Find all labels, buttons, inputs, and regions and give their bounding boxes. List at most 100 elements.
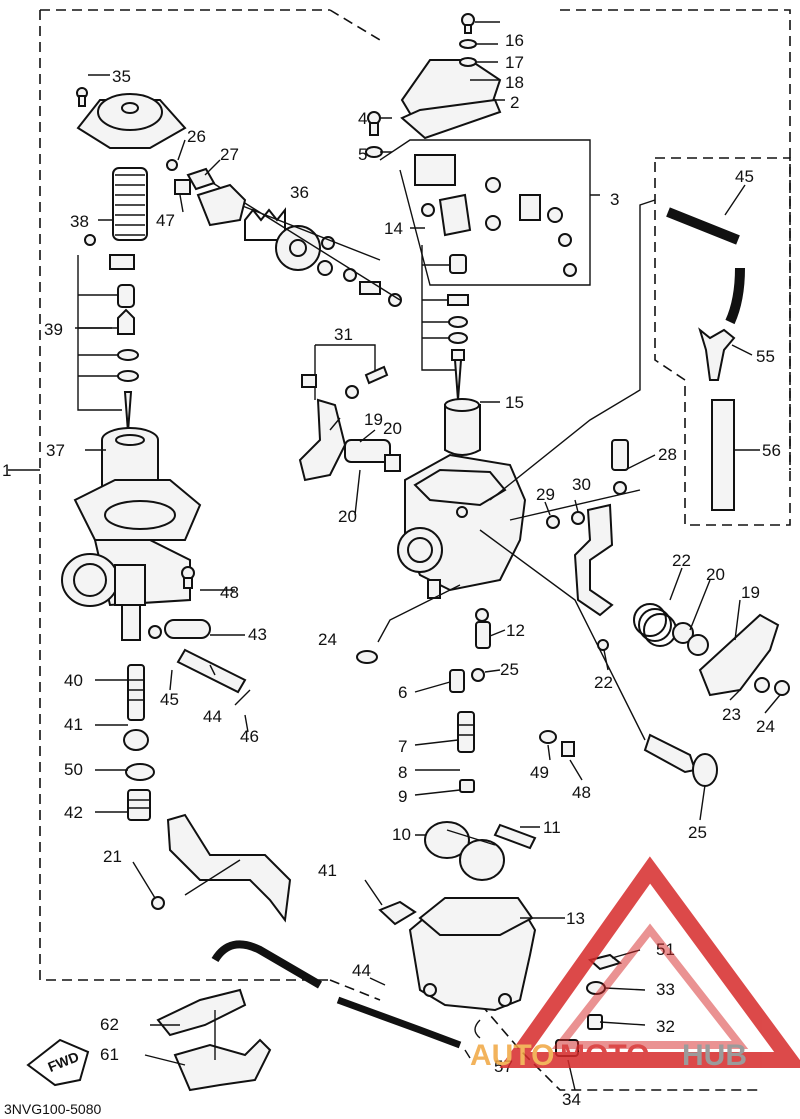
vent-pipe-59 [711, 399, 735, 511]
callout-51b: 46 [240, 727, 259, 746]
callout-39: 36 [290, 183, 309, 202]
callout-32: 29 [536, 485, 555, 504]
screw-16 [459, 13, 477, 67]
callout-14: 14 [384, 219, 403, 238]
callout-25: 24 [756, 717, 775, 736]
callout-6: 6 [398, 683, 407, 702]
vent-hose-49 [666, 207, 745, 381]
callout-4: 4 [358, 109, 367, 128]
pilot-jet-43 [127, 664, 145, 721]
callout-56: 50 [64, 760, 83, 779]
fuel-hose-61 [156, 940, 323, 1092]
spring-39 [199, 174, 402, 307]
callout-24: 23 [722, 705, 741, 724]
callout-38: 35 [112, 67, 131, 86]
callout-2: 2 [510, 93, 519, 112]
assembly-boundary [8, 9, 791, 1091]
callout-55: 49 [530, 763, 549, 782]
lever-bracket [573, 503, 614, 617]
float-10 [424, 821, 537, 881]
throttle-stop-31 [611, 439, 629, 495]
cover-2 [400, 59, 502, 140]
screw-53 [181, 566, 195, 589]
callout-31: 28 [658, 445, 677, 464]
piston-15 [444, 398, 481, 456]
washers-32-33 [546, 511, 585, 529]
idle-adjust-14 [421, 203, 469, 401]
callout-labels: 16 17 18 2 4 5 3 14 15 35 26 27 47 36 38… [2, 31, 781, 1109]
callout-19b: 19 [741, 583, 760, 602]
callout-21: 20 [338, 507, 357, 526]
callout-43: 40 [64, 671, 83, 690]
callout-23: 22 [672, 551, 691, 570]
drain-tube-47 [148, 619, 211, 639]
callout-15: 15 [505, 393, 524, 412]
main-body [397, 199, 656, 741]
callout-47: 43 [248, 625, 267, 644]
hose-50 [176, 648, 247, 694]
callout-45: 41 [318, 861, 337, 880]
jets-6-9 [449, 668, 485, 793]
callout-61: 61 [100, 1045, 119, 1064]
callout-34: 31 [334, 325, 353, 344]
callout-18: 18 [505, 73, 524, 92]
screws-22-54-55 [539, 639, 609, 757]
logo-text-auto: AUTO [470, 1039, 554, 1072]
leader-lines [75, 21, 781, 1091]
carb-top-body [61, 479, 202, 641]
logo-text-hub: HUB [682, 1039, 747, 1072]
float-bowl-13 [378, 897, 537, 1012]
logo-text-moto: MOTO [560, 1039, 649, 1072]
callout-1: 1 [2, 461, 11, 480]
callout-54: 48 [572, 783, 591, 802]
callout-20b: 20 [706, 565, 725, 584]
callout-52: 47 [156, 211, 175, 230]
callout-19a: 19 [364, 410, 383, 429]
callout-40: 37 [46, 441, 65, 460]
bracket-22 [151, 813, 292, 923]
callout-13: 13 [566, 909, 585, 928]
callout-3: 3 [610, 190, 619, 209]
callout-30: 27 [220, 145, 239, 164]
callout-11: 11 [543, 818, 561, 837]
callout-49: 45 [735, 167, 754, 186]
callout-62: 62 [100, 1015, 119, 1034]
callout-5: 5 [358, 145, 367, 164]
callout-7: 7 [398, 737, 407, 756]
washer-27 [356, 650, 378, 664]
idle-screw-26 [643, 733, 718, 787]
callout-59: 56 [762, 441, 781, 460]
callout-9: 9 [398, 787, 407, 806]
callout-29: 26 [187, 127, 206, 146]
callout-44: 41 [64, 715, 83, 734]
callout-48: 44 [352, 961, 371, 980]
callout-53: 48 [220, 583, 239, 602]
callout-58: 55 [756, 347, 775, 366]
screw-38 [76, 87, 88, 107]
callout-22a: 21 [103, 847, 122, 866]
callout-16: 16 [505, 31, 524, 50]
callout-51a: 45 [160, 690, 179, 709]
callout-46: 42 [64, 803, 83, 822]
callout-41: 38 [70, 212, 89, 231]
callout-27: 24 [318, 630, 337, 649]
callout-35: 32 [656, 1017, 675, 1036]
callout-36: 33 [656, 980, 675, 999]
diaphragm-cover [76, 93, 187, 149]
throttle-lever-34 [298, 344, 401, 482]
fwd-arrow: FWD [26, 1038, 90, 1087]
callout-50: 44 [203, 707, 222, 726]
callout-17: 17 [505, 53, 524, 72]
o-ring-56 [125, 763, 155, 781]
spring-23 [633, 603, 694, 647]
callout-33: 30 [572, 475, 591, 494]
bracket-3 [379, 139, 591, 286]
automotohub-logo: AUTO MOTO HUB [470, 856, 800, 1072]
needle-jet-12 [475, 608, 491, 649]
callout-22b: 22 [594, 673, 613, 692]
lever-19 [687, 613, 790, 697]
screw-4 [365, 111, 383, 158]
pilot-jet-44 [123, 729, 149, 751]
